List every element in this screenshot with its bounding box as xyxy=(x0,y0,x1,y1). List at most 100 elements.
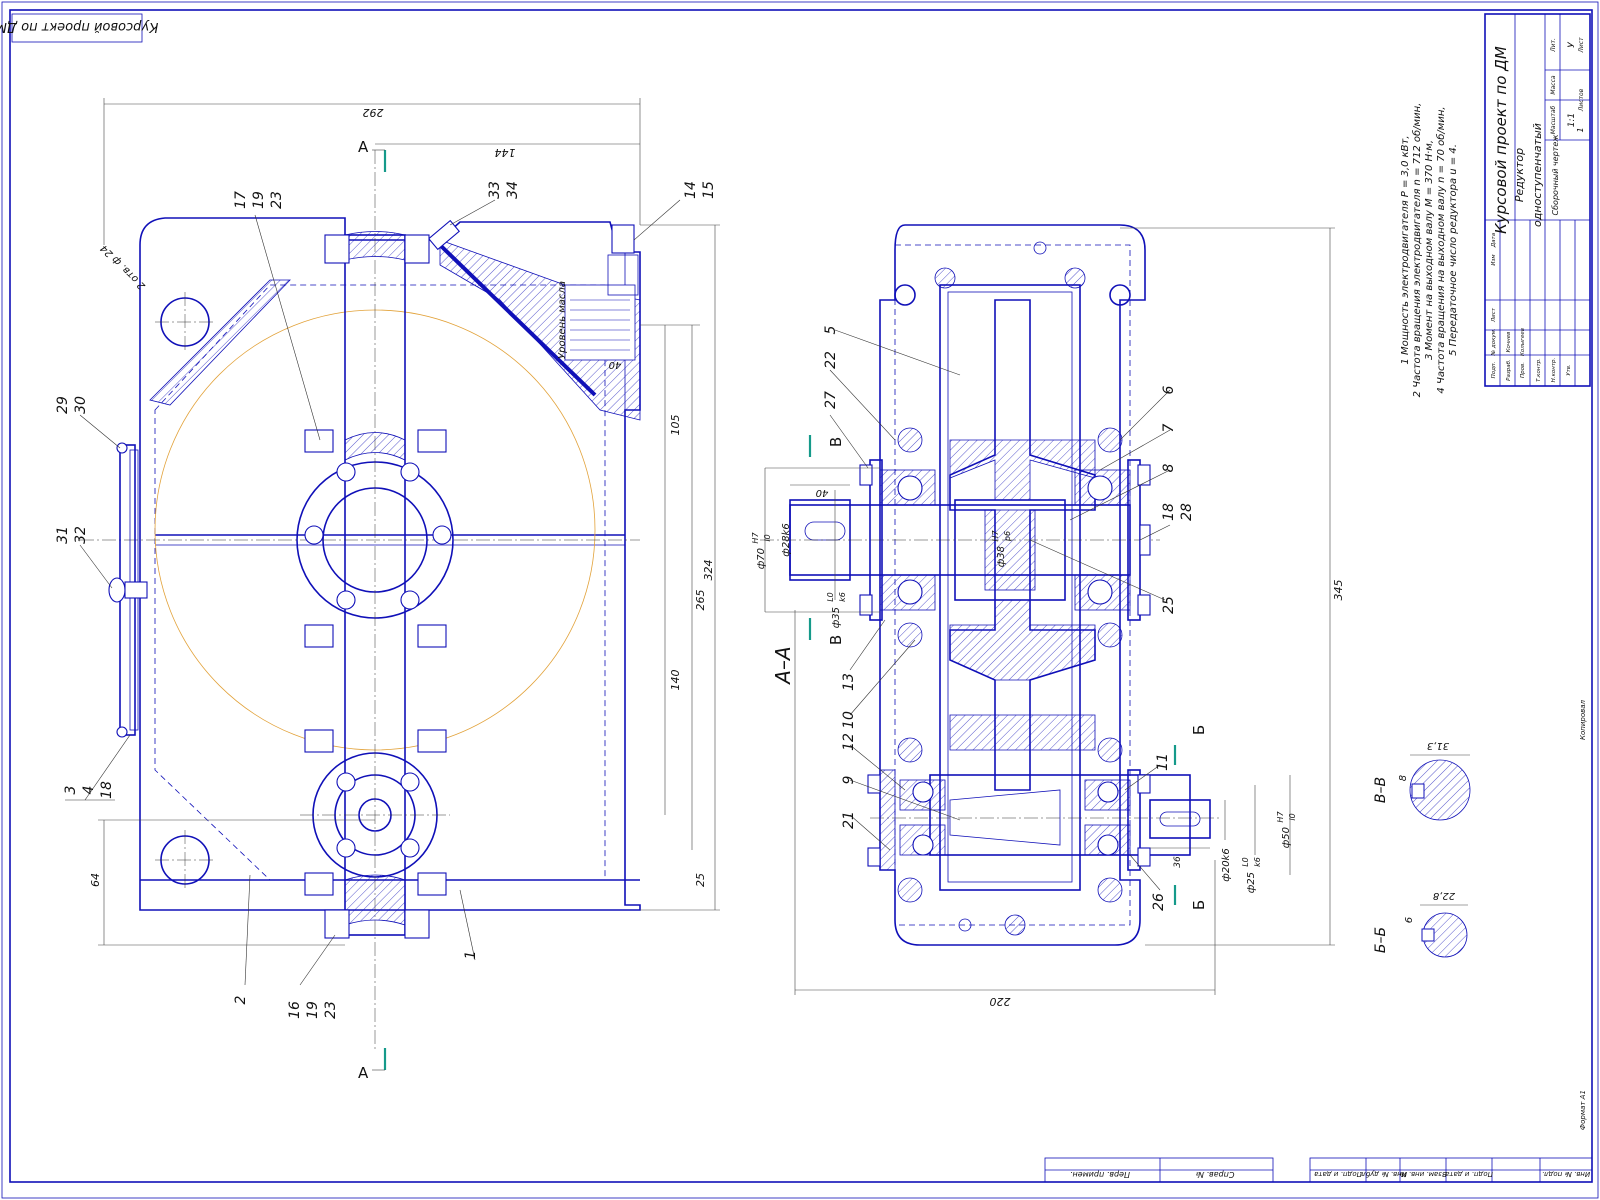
callout-9: 9 xyxy=(841,775,857,784)
strip-right-1: Подп. и дата xyxy=(1314,1170,1362,1178)
vv-dim-w: 8 xyxy=(1398,775,1409,781)
dim-220: 220 xyxy=(990,995,1011,1008)
dim-25: 25 xyxy=(694,873,707,887)
copied-label: Копировал xyxy=(1579,699,1587,740)
strip-right-2: Инв. № дубл. xyxy=(1359,1170,1407,1178)
tb-role-1: Разраб. xyxy=(1506,359,1512,381)
housing-section-outline xyxy=(879,224,1146,946)
tb-role-2: Пров. xyxy=(1520,362,1526,378)
input-shaft xyxy=(929,774,1191,856)
strip-right-5: Инв. № подл. xyxy=(1542,1170,1590,1178)
oil-lines xyxy=(570,299,630,351)
callout-28: 28 xyxy=(1179,503,1195,521)
tb-name-1: Кочнев xyxy=(1506,332,1512,353)
tb-lit-label: Лит. xyxy=(1550,38,1557,53)
tb-sheet-label: Лист xyxy=(1578,37,1585,54)
tb-col-date: Дата xyxy=(1491,232,1497,248)
fit-d70-top: H7 xyxy=(751,532,760,544)
dim-oil-40: 40 xyxy=(609,359,622,370)
tech-req-2: 2 Частота вращения электродвигателя n = … xyxy=(1411,103,1423,398)
tb-col-doc: № докум. xyxy=(1491,328,1497,356)
format-label: Формат А1 xyxy=(1579,1090,1587,1130)
callout-15: 15 xyxy=(701,181,717,199)
front-view: 292 144 324 265 25 105 140 64 40 Уровень… xyxy=(80,98,720,1082)
fit-d35: ф35 xyxy=(831,607,842,628)
dim-64: 64 xyxy=(89,873,102,887)
section-a-bottom: А xyxy=(358,1064,369,1082)
sect-b-bottom: Б xyxy=(1190,900,1208,910)
callout-11: 11 xyxy=(1155,753,1171,771)
tech-req-1: 1 Мощность электродвигателя P = 3,0 кВт, xyxy=(1400,135,1411,364)
tb-project: Курсовой проект по ДМ xyxy=(1492,46,1510,234)
bottom-strip: Перв. примен. Справ. № Подп. и дата Инв.… xyxy=(1044,1157,1593,1183)
dim-345: 345 xyxy=(1332,580,1345,601)
fit-d38-bot: p6 xyxy=(1003,531,1012,542)
bb-label: Б–Б xyxy=(1373,927,1389,953)
callout-32: 32 xyxy=(73,526,89,544)
tb-doctype: Сборочный чертеж xyxy=(1551,134,1560,216)
side-bolts xyxy=(304,234,447,939)
callout-17: 17 xyxy=(233,191,249,209)
breather xyxy=(108,577,126,603)
dim-140: 140 xyxy=(669,670,682,691)
tb-role-3: Т.контр. xyxy=(1536,358,1542,382)
oil-level-label: Уровень масла xyxy=(557,281,568,359)
fit-d50-top: H7 xyxy=(1276,811,1285,823)
tb-sheets-value: 1 xyxy=(1576,127,1585,132)
tb-lit-value: У xyxy=(1567,42,1577,48)
dim-324: 324 xyxy=(702,560,715,581)
callout-19a: 19 xyxy=(251,191,267,209)
cover-bolts xyxy=(304,462,452,858)
section-title: А–А xyxy=(771,646,795,685)
callout-16: 16 xyxy=(287,1001,303,1019)
tb-role-4: Н.контр. xyxy=(1551,357,1557,382)
tech-req-5: 5 Передаточное число редуктора u = 4. xyxy=(1448,144,1459,356)
drawing-frame xyxy=(9,9,1593,1183)
project-stamp: Курсовой проект по ДМ xyxy=(0,13,158,43)
tb-sheets-label: Листов xyxy=(1578,88,1585,112)
stamp-text: Курсовой проект по ДМ xyxy=(0,19,158,34)
tb-scale-label: Масштаб xyxy=(1550,105,1557,134)
title-block: Курсовой проект по ДМ Редуктор одноступе… xyxy=(1484,13,1591,387)
upper-bearings xyxy=(879,469,1131,611)
fit-d50-bot: l0 xyxy=(1288,813,1297,820)
callout-5: 5 xyxy=(823,325,839,334)
callout-23a: 23 xyxy=(269,191,285,209)
callout-33: 33 xyxy=(487,181,503,199)
tech-req-4: 4 Частота вращения на выходном валу n = … xyxy=(1435,106,1447,393)
fit-d38-top: H7 xyxy=(991,530,1000,542)
tb-col-sign: Подп. xyxy=(1491,361,1497,378)
fit-d35-top: L0 xyxy=(826,592,835,602)
tb-product-1: Редуктор xyxy=(1513,148,1526,202)
fit-d25-bot: k6 xyxy=(1253,857,1262,867)
bb-dim-h: 22,8 xyxy=(1433,890,1455,901)
sect-b-top: Б xyxy=(1190,725,1208,735)
dim-105: 105 xyxy=(669,415,682,436)
fit-d70: ф70 xyxy=(756,548,767,569)
callout-18b: 18 xyxy=(1161,503,1177,521)
callout-27: 27 xyxy=(823,391,839,409)
section-bolt-circles xyxy=(894,241,1131,936)
tech-req-3: 3 Момент на выходном валу M = 370 Н·м, xyxy=(1424,140,1435,360)
inner-wall xyxy=(154,284,606,881)
callout-7: 7 xyxy=(1161,423,1177,432)
fit-d28: ф28k6 xyxy=(781,523,792,556)
callout-2: 2 xyxy=(233,995,249,1004)
tb-scale-value: 1:1 xyxy=(1567,113,1577,127)
callout-22: 22 xyxy=(823,351,839,369)
lower-bearings xyxy=(899,779,1131,856)
tech-requirements: 1 Мощность электродвигателя P = 3,0 кВт,… xyxy=(1400,103,1459,398)
fit-d25-top: L0 xyxy=(1241,857,1250,867)
callout-10: 10 xyxy=(841,711,857,729)
dim-292: 292 xyxy=(363,106,384,119)
callout-31: 31 xyxy=(55,526,71,544)
fit-d35-bot: k6 xyxy=(838,592,847,602)
vv-dim-h: 31,3 xyxy=(1427,740,1449,751)
callout-25: 25 xyxy=(1161,596,1177,614)
tb-col-izm: Изм xyxy=(1491,254,1497,265)
dim-36: 36 xyxy=(1173,856,1183,868)
callout-13: 13 xyxy=(841,673,857,691)
callout-26: 26 xyxy=(1151,893,1167,911)
callout-21: 21 xyxy=(841,811,857,829)
